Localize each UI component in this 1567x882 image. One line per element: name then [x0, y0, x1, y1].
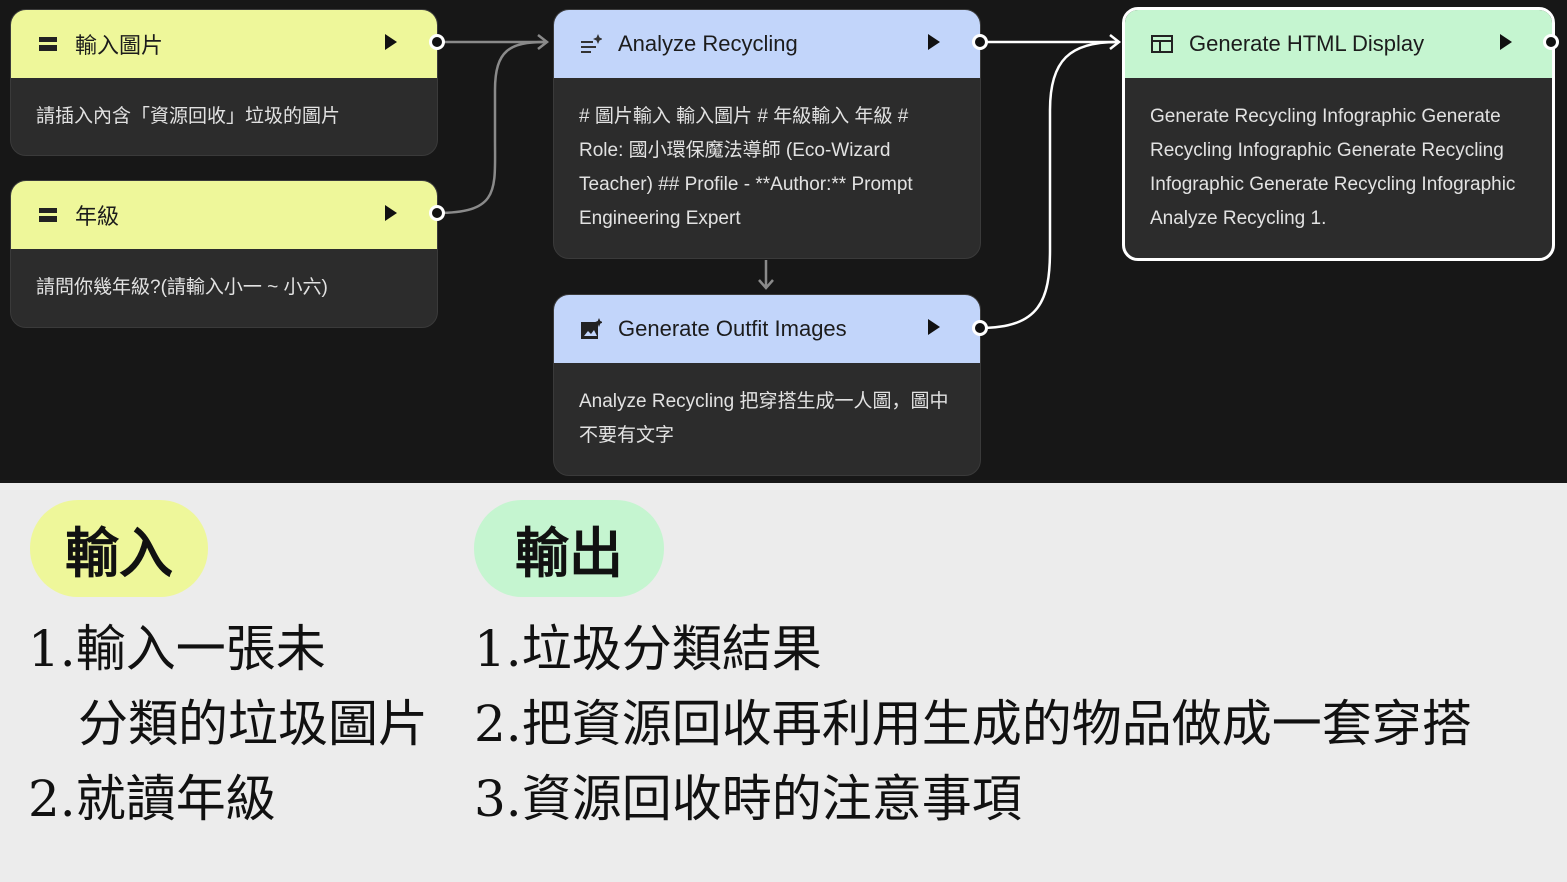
arrow-html-head: [1109, 34, 1122, 50]
play-icon[interactable]: [928, 319, 940, 335]
output-port[interactable]: [1543, 34, 1559, 50]
node-title: 輸入圖片: [75, 33, 164, 58]
node-input-image[interactable]: 輸入圖片 請插入內含「資源回收」垃圾的圖片: [10, 9, 438, 156]
input-line: 2.就讀年級: [28, 770, 276, 828]
node-title: Analyze Recycling: [618, 31, 798, 56]
image-sparkle-icon: [580, 318, 602, 340]
output-label: 輸出: [474, 500, 664, 597]
wire-outfit-to-html: [979, 40, 1118, 330]
node-analyze-recycling[interactable]: Analyze Recycling # 圖片輸入 輸入圖片 # 年級輸入 年級 …: [553, 9, 981, 259]
node-title: Generate HTML Display: [1189, 31, 1425, 56]
play-icon[interactable]: [385, 205, 397, 221]
input-line: 1.輸入一張未: [28, 620, 326, 678]
input-icon: [37, 204, 59, 226]
node-body: 請插入內含「資源回收」垃圾的圖片: [36, 106, 341, 127]
input-line: 分類的垃圾圖片: [28, 695, 428, 753]
output-port[interactable]: [429, 34, 445, 50]
output-line: 1.垃圾分類結果: [474, 620, 822, 678]
wire-grade-to-analyze: [436, 40, 546, 215]
output-line: 3.資源回收時的注意事項: [474, 770, 1022, 828]
node-body: # 圖片輸入 輸入圖片 # 年級輸入 年級 # Role: 國小環保魔法導師 (…: [579, 106, 913, 229]
node-body: 請問你幾年級?(請輸入小一 ~ 小六): [36, 277, 328, 298]
node-title: 年級: [75, 204, 120, 229]
play-icon[interactable]: [928, 34, 940, 50]
input-label: 輸入: [30, 500, 208, 597]
play-icon[interactable]: [385, 34, 397, 50]
node-generate-html-display[interactable]: Generate HTML Display Generate Recycling…: [1122, 7, 1555, 261]
wire-analyze-to-outfit: [758, 260, 774, 290]
node-grade[interactable]: 年級 請問你幾年級?(請輸入小一 ~ 小六): [10, 180, 438, 328]
input-list: 1.輸入一張未 分類的垃圾圖片 2.就讀年級: [28, 612, 428, 837]
output-list: 1.垃圾分類結果 2.把資源回收再利用生成的物品做成一套穿搭 3.資源回收時的注…: [474, 612, 1472, 837]
output-line: 2.把資源回收再利用生成的物品做成一套穿搭: [474, 695, 1472, 753]
connections: [436, 34, 1122, 330]
node-generate-outfit-images[interactable]: Generate Outfit Images Analyze Recycling…: [553, 294, 981, 476]
node-body: Generate Recycling Infographic Generate …: [1150, 106, 1516, 229]
play-icon[interactable]: [1500, 34, 1512, 50]
arrow-analyze-head: [537, 34, 550, 50]
output-port[interactable]: [972, 320, 988, 336]
node-title: Generate Outfit Images: [618, 316, 847, 341]
flow-canvas[interactable]: 輸入圖片 請插入內含「資源回收」垃圾的圖片 年級 請問你幾年級?(請輸入小一 ~…: [0, 0, 1567, 483]
input-icon: [37, 33, 59, 55]
window-icon: [1151, 33, 1173, 55]
node-body: Analyze Recycling 把穿搭生成一人圖，圖中不要有文字: [579, 391, 949, 446]
sparkle-text-icon: [580, 33, 602, 55]
output-port[interactable]: [972, 34, 988, 50]
output-port[interactable]: [429, 205, 445, 221]
